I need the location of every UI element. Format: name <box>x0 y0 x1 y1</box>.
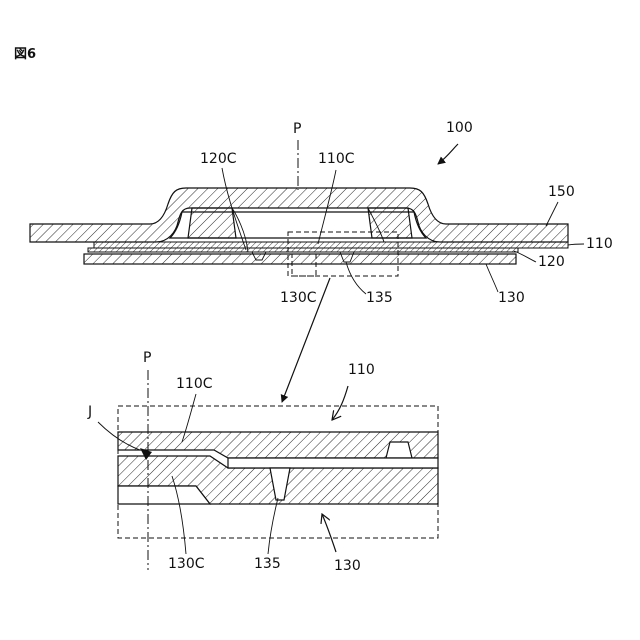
label-110-right: 110 <box>586 236 613 252</box>
label-130-top: 130 <box>498 290 525 306</box>
label-130c-top: 130C <box>280 290 317 306</box>
label-110c-top: 110C <box>318 151 355 167</box>
detail-gap <box>228 458 438 468</box>
label-100: 100 <box>446 120 473 136</box>
leader-130-top <box>486 264 498 292</box>
detail-130c-step <box>118 486 210 504</box>
label-135-bottom: 135 <box>254 556 281 572</box>
label-130-bottom: 130 <box>334 558 361 574</box>
arrow-130-bottom <box>322 514 336 552</box>
inner-chip-right <box>368 208 412 238</box>
detail-view: P 110C 110 J 130C 135 130 <box>87 350 438 574</box>
figure-title: 図6 <box>14 47 36 62</box>
label-p-bottom: P <box>143 350 151 366</box>
label-j: J <box>87 404 92 420</box>
leader-120-right <box>514 251 536 262</box>
label-135-top: 135 <box>366 290 393 306</box>
top-assembly: P 100 120C 110C 150 110 120 130C 135 130 <box>30 120 613 402</box>
arrow-100 <box>438 144 458 164</box>
layer-110 <box>94 242 568 248</box>
label-110-bottom: 110 <box>348 362 375 378</box>
detail-notch-110 <box>386 442 412 458</box>
label-150: 150 <box>548 184 575 200</box>
arrow-110-bottom <box>332 386 348 420</box>
leader-135-top <box>346 262 366 294</box>
label-120-right: 120 <box>538 254 565 270</box>
leader-135-bottom <box>268 498 278 554</box>
layer-120 <box>88 248 518 252</box>
leader-150 <box>546 202 558 226</box>
label-110c-bottom: 110C <box>176 376 213 392</box>
layer-130 <box>84 254 516 264</box>
leader-110-right <box>568 244 584 245</box>
label-130c-bottom: 130C <box>168 556 205 572</box>
label-p-top: P <box>293 121 301 137</box>
inner-chip-left <box>188 208 236 238</box>
label-120c: 120C <box>200 151 237 167</box>
